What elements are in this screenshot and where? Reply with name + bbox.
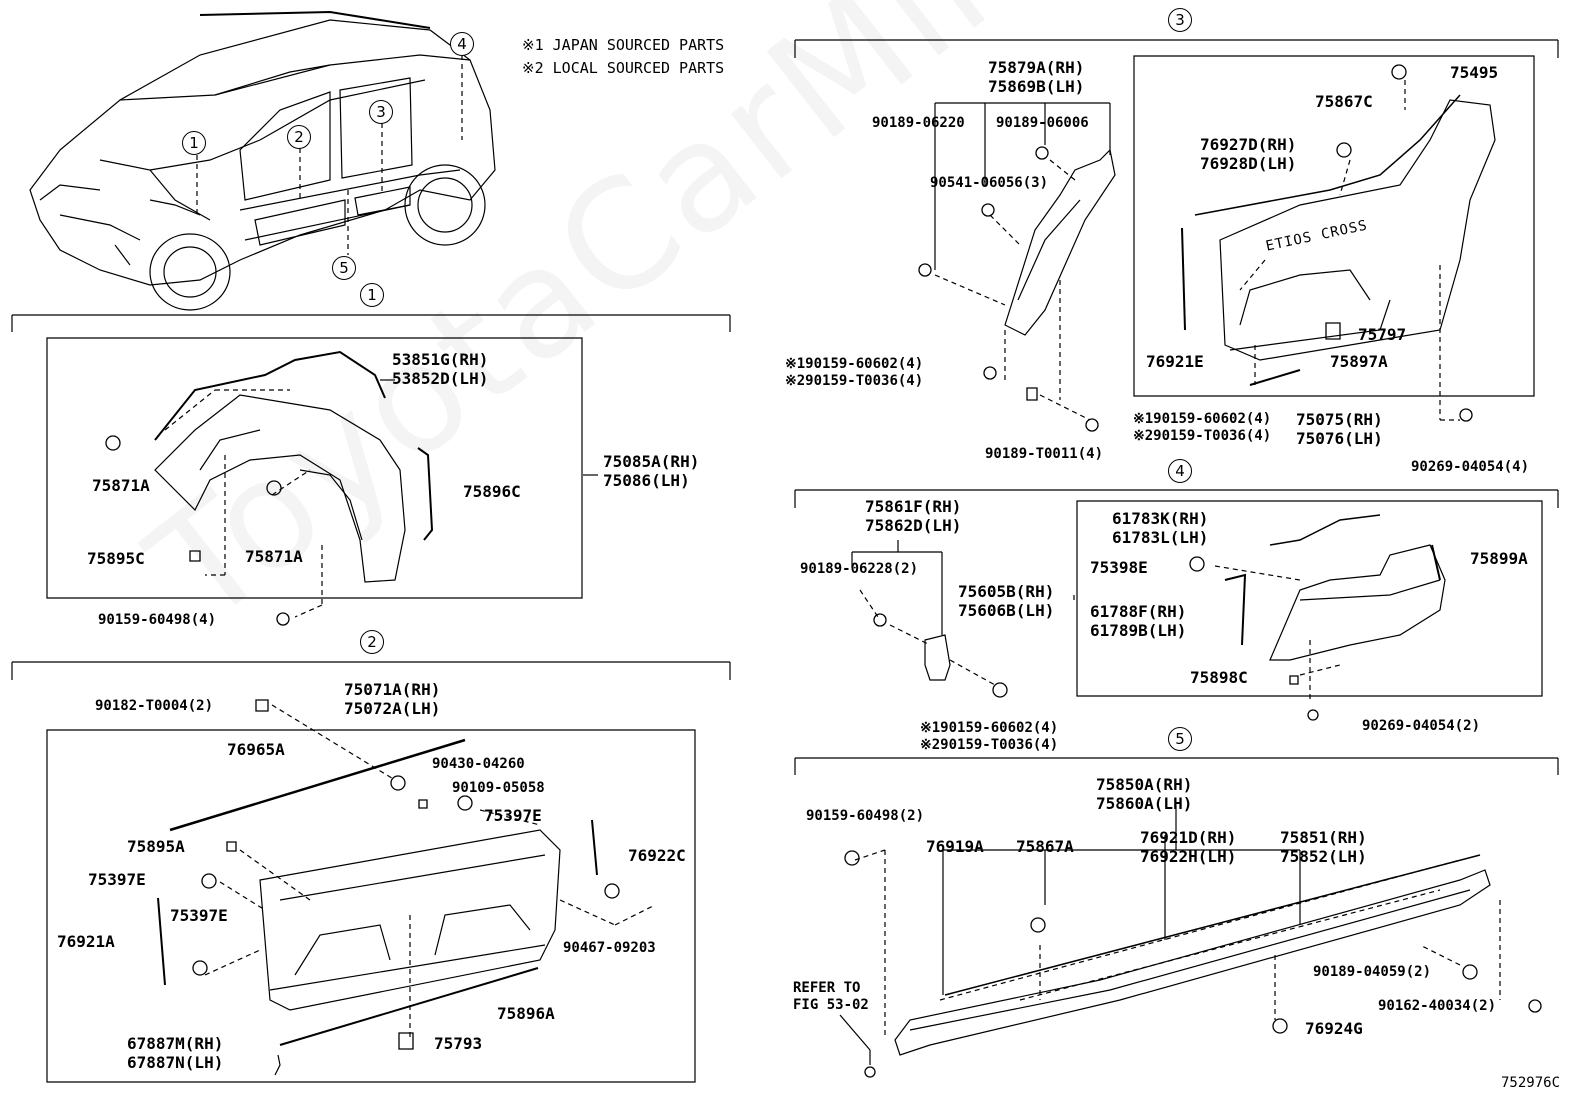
note-japan-sourced: ※1 JAPAN SOURCED PARTS [522,36,725,54]
part-76919a[interactable]: 76919A [926,837,984,856]
part-75898c[interactable]: 75898C [1190,668,1248,687]
rear-door-moulding [260,830,560,1010]
part-75797[interactable]: 75797 [1358,325,1407,344]
part-75397e-top[interactable]: 75397E [484,806,542,825]
callout-2: 2 [287,125,311,149]
section-5-header: 5 [1168,727,1192,751]
part-90189-t0011[interactable]: 90189-T0011(4) [985,446,1104,462]
part-75793[interactable]: 75793 [434,1034,483,1053]
part-90189-0622[interactable]: 90189-06220 [872,115,965,131]
part-76921e[interactable]: 76921E [1146,352,1204,371]
part-75851[interactable]: 75851(RH) 75852(LH) [1280,828,1367,866]
part-75397e-low[interactable]: 75397E [170,906,228,925]
section-3-header: 3 [1168,8,1192,32]
section-4-header: 4 [1168,459,1192,483]
part-75495[interactable]: 75495 [1450,63,1499,82]
part-90189-06228[interactable]: 90189-06228(2) [800,561,919,577]
rocker-panel-moulding [895,860,1490,1055]
part-75867a[interactable]: 75867A [1016,837,1074,856]
part-75896c[interactable]: 75896C [463,482,521,501]
callout-3: 3 [369,100,393,124]
callout-5: 5 [332,256,356,280]
part-76924g[interactable]: 76924G [1305,1019,1363,1038]
part-75867c[interactable]: 75867C [1315,92,1373,111]
part-75071a[interactable]: 75071A(RH) 75072A(LH) [344,680,441,718]
part-190159-60602-a[interactable]: ※190159-60602(4) ※290159-T0036(4) [785,356,924,389]
part-76965a[interactable]: 76965A [227,740,285,759]
part-75897a[interactable]: 75897A [1330,352,1388,371]
part-190159-60602-c[interactable]: ※190159-60602(4) ※290159-T0036(4) [920,720,1059,753]
part-90162-40034[interactable]: 90162-40034(2) [1378,998,1497,1014]
part-61788f[interactable]: 61788F(RH) 61789B(LH) [1090,602,1187,640]
part-90159-60498-2[interactable]: 90159-60498(2) [806,808,925,824]
part-67887m[interactable]: 67887M(RH) 67887N(LH) [127,1034,224,1072]
part-90467-09203[interactable]: 90467-09203 [563,940,656,956]
part-75899a[interactable]: 75899A [1470,549,1528,568]
part-90269-04054-2[interactable]: 90269-04054(2) [1362,718,1481,734]
part-76922c[interactable]: 76922C [628,846,686,865]
quarter-garnish-bracket [1005,150,1115,335]
part-61783k[interactable]: 61783K(RH) 61783L(LH) [1112,509,1209,547]
part-75895a[interactable]: 75895A [127,837,185,856]
part-76927d[interactable]: 76927D(RH) 76928D(LH) [1200,135,1297,173]
note-local-sourced: ※2 LOCAL SOURCED PARTS [522,59,725,77]
part-90541-06056[interactable]: 90541-06056(3) [930,175,1049,191]
part-90189-04059[interactable]: 90189-04059(2) [1313,964,1432,980]
part-76921a[interactable]: 76921A [57,932,115,951]
rear-bumper-garnish [1270,545,1445,660]
part-75871a-lower[interactable]: 75871A [245,547,303,566]
part-90430-04260[interactable]: 90430-04260 [432,756,525,772]
part-75879a[interactable]: 75879A(RH) 75869B(LH) [988,58,1085,96]
part-75075[interactable]: 75075(RH) 75076(LH) [1296,410,1383,448]
callout-4: 4 [450,32,474,56]
clip-glyphs [105,64,1542,1078]
fender-flare-front [155,352,405,582]
part-53851g[interactable]: 53851G(RH) 53852D(LH) [392,350,489,388]
vehicle-illustration [30,12,495,311]
part-75397e-mid[interactable]: 75397E [88,870,146,889]
part-75871a-upper[interactable]: 75871A [92,476,150,495]
part-75605b[interactable]: 75605B(RH) 75606B(LH) [958,582,1055,620]
part-90269-04054-4[interactable]: 90269-04054(4) [1411,459,1530,475]
refer-to-fig-53-02[interactable]: REFER TO FIG 53-02 [793,980,869,1013]
part-90159-60498[interactable]: 90159-60498(4) [98,612,217,628]
figure-id: 752976C [1501,1075,1561,1091]
part-75085a[interactable]: 75085A(RH) 75086(LH) [603,452,700,490]
part-75895c[interactable]: 75895C [87,549,145,568]
section-1-header: 1 [360,283,384,307]
quarter-panel-garnish [1220,100,1495,360]
bracket-part-4 [925,635,950,680]
part-75850a[interactable]: 75850A(RH) 75860A(LH) [1096,775,1193,813]
part-90109-05058[interactable]: 90109-05058 [452,780,545,796]
callout-1: 1 [182,131,206,155]
section-2-header: 2 [360,630,384,654]
part-75398e[interactable]: 75398E [1090,558,1148,577]
part-75861f[interactable]: 75861F(RH) 75862D(LH) [865,497,962,535]
part-76921d[interactable]: 76921D(RH) 76922H(LH) [1140,828,1237,866]
part-90189-06006[interactable]: 90189-06006 [996,115,1089,131]
part-75896a[interactable]: 75896A [497,1004,555,1023]
part-190159-60602-b[interactable]: ※190159-60602(4) ※290159-T0036(4) [1133,411,1272,444]
part-90182-t0004[interactable]: 90182-T0004(2) [95,698,214,714]
